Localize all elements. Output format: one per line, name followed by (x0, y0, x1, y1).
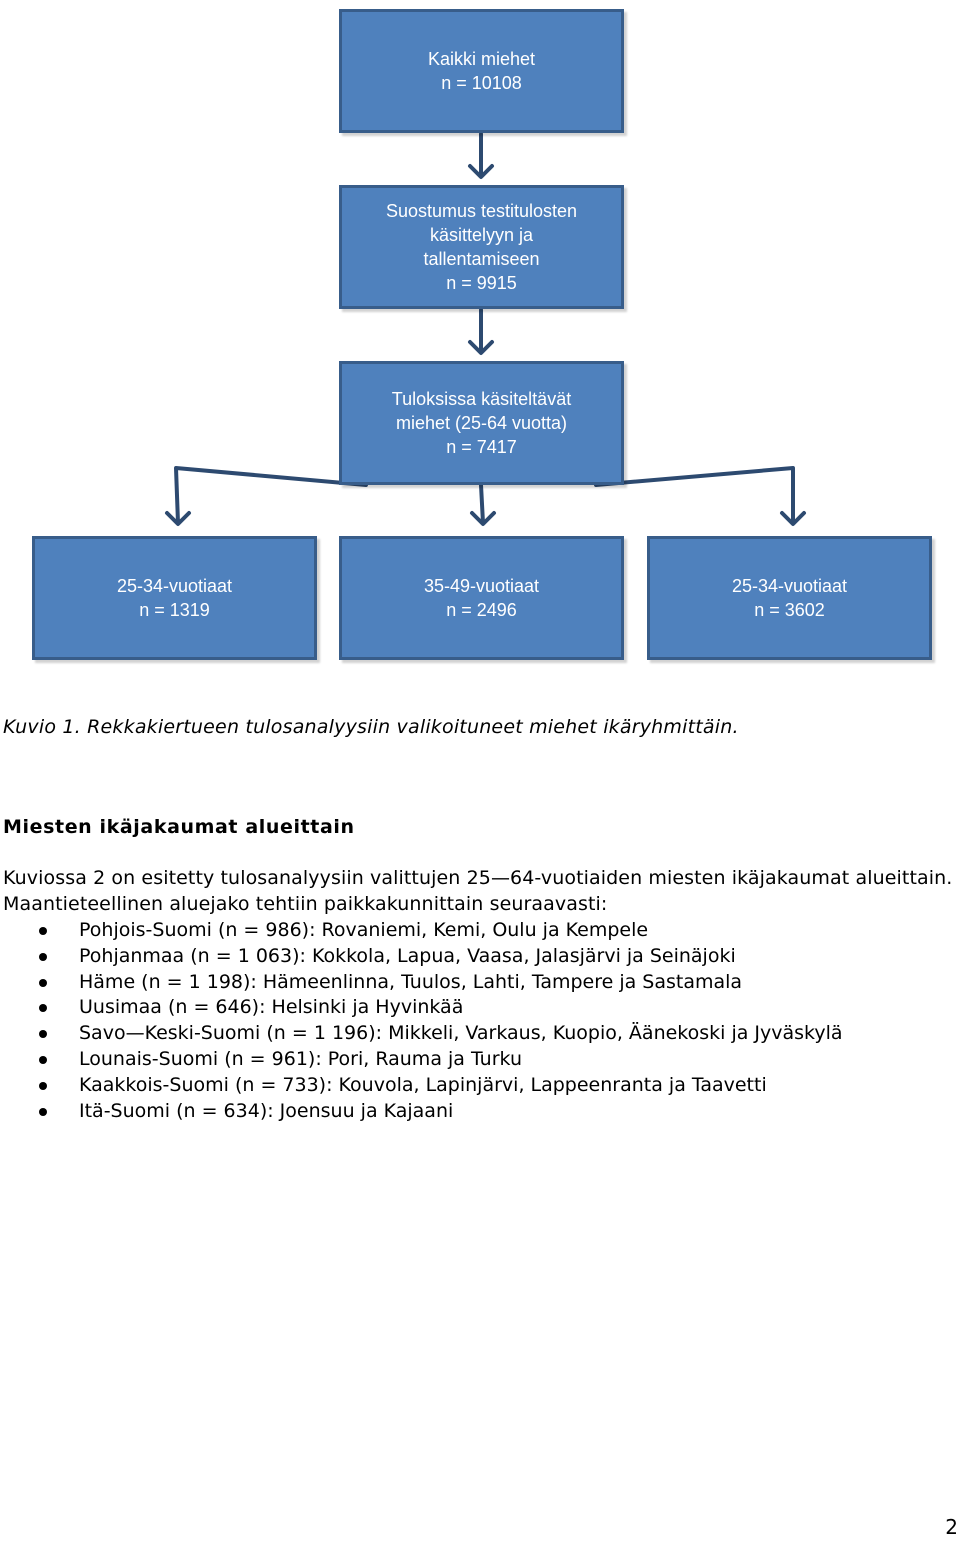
box-text: 25-34-vuotiaat n = 3602 (731, 576, 848, 620)
arrow-analysed-to-group-3 (594, 466, 806, 526)
list-item: Lounais-Suomi (n = 961): Pori, Rauma ja … (0, 1047, 843, 1073)
list-item: Häme (n = 1 198): Hämeenlinna, Tuulos, L… (0, 970, 843, 996)
bullet-icon (39, 1030, 47, 1039)
bullet-icon (39, 1055, 47, 1064)
flowchart-box-group-1: 25-34-vuotiaat n = 1319 (32, 536, 317, 660)
bullet-icon (39, 1081, 47, 1090)
list-item: Pohjanmaa (n = 1 063): Kokkola, Lapua, V… (0, 944, 843, 970)
list-item-text: Pohjois-Suomi (n = 986): Rovaniemi, Kemi… (79, 919, 649, 941)
flowchart-box-analysed: Tuloksissa käsiteltävät miehet (25-64 vu… (339, 361, 624, 485)
list-item-text: Pohjanmaa (n = 1 063): Kokkola, Lapua, V… (79, 944, 736, 967)
box-text: Tuloksissa käsiteltävät miehet (25-64 vu… (391, 389, 572, 457)
bullet-icon (39, 1004, 47, 1013)
list-item-text: Savo—Keski-Suomi (n = 1 196): Mikkeli, V… (79, 1022, 843, 1045)
figure-caption: Kuvio 1. Rekkakiertueen tulosanalyysiin … (3, 716, 739, 738)
section-heading: Miesten ikäjakaumat alueittain (3, 816, 355, 838)
box-text: Kaikki miehet n = 10108 (427, 49, 536, 93)
section-paragraph: Kuviossa 2 on esitetty tulosanalyysiin v… (3, 867, 953, 915)
bullet-icon (39, 927, 47, 935)
page-number: 2 (945, 1515, 958, 1539)
box-text: Suostumus testitulosten käsittelyyn ja t… (385, 201, 578, 293)
flowchart-connectors (165, 132, 806, 526)
flowchart-box-all-men: Kaikki miehet n = 10108 (339, 9, 624, 133)
arrow-top-to-consent (468, 132, 494, 179)
arrow-analysed-to-group-1 (165, 466, 368, 526)
flowchart-box-group-3: 25-34-vuotiaat n = 3602 (647, 536, 932, 660)
list-item-text: Lounais-Suomi (n = 961): Pori, Rauma ja … (79, 1047, 522, 1070)
list-item: Pohjois-Suomi (n = 986): Rovaniemi, Kemi… (0, 918, 843, 944)
list-item-text: Itä-Suomi (n = 634): Joensuu ja Kajaani (79, 1099, 454, 1122)
list-item-text: Uusimaa (n = 646): Helsinki ja Hyvinkää (79, 996, 464, 1019)
flowchart-box-consent: Suostumus testitulosten käsittelyyn ja t… (339, 185, 624, 309)
box-text: 25-34-vuotiaat n = 1319 (116, 576, 233, 620)
list-item-text: Häme (n = 1 198): Hämeenlinna, Tuulos, L… (79, 970, 743, 993)
list-item: Itä-Suomi (n = 634): Joensuu ja Kajaani (0, 1099, 843, 1125)
flowchart-box-group-2: 35-49-vuotiaat n = 2496 (339, 536, 624, 660)
region-list: Pohjois-Suomi (n = 986): Rovaniemi, Kemi… (0, 918, 843, 1124)
bullet-icon (39, 978, 47, 987)
list-item: Kaakkois-Suomi (n = 733): Kouvola, Lapin… (0, 1073, 843, 1099)
arrow-analysed-to-group-2 (470, 483, 496, 526)
list-item: Uusimaa (n = 646): Helsinki ja Hyvinkää (0, 995, 843, 1021)
box-text: 35-49-vuotiaat n = 2496 (423, 576, 540, 620)
list-item-text: Kaakkois-Suomi (n = 733): Kouvola, Lapin… (79, 1073, 767, 1096)
bullet-icon (39, 1107, 47, 1116)
bullet-icon (39, 952, 47, 961)
list-item: Savo—Keski-Suomi (n = 1 196): Mikkeli, V… (0, 1021, 843, 1047)
arrow-consent-to-analysed (468, 308, 494, 355)
